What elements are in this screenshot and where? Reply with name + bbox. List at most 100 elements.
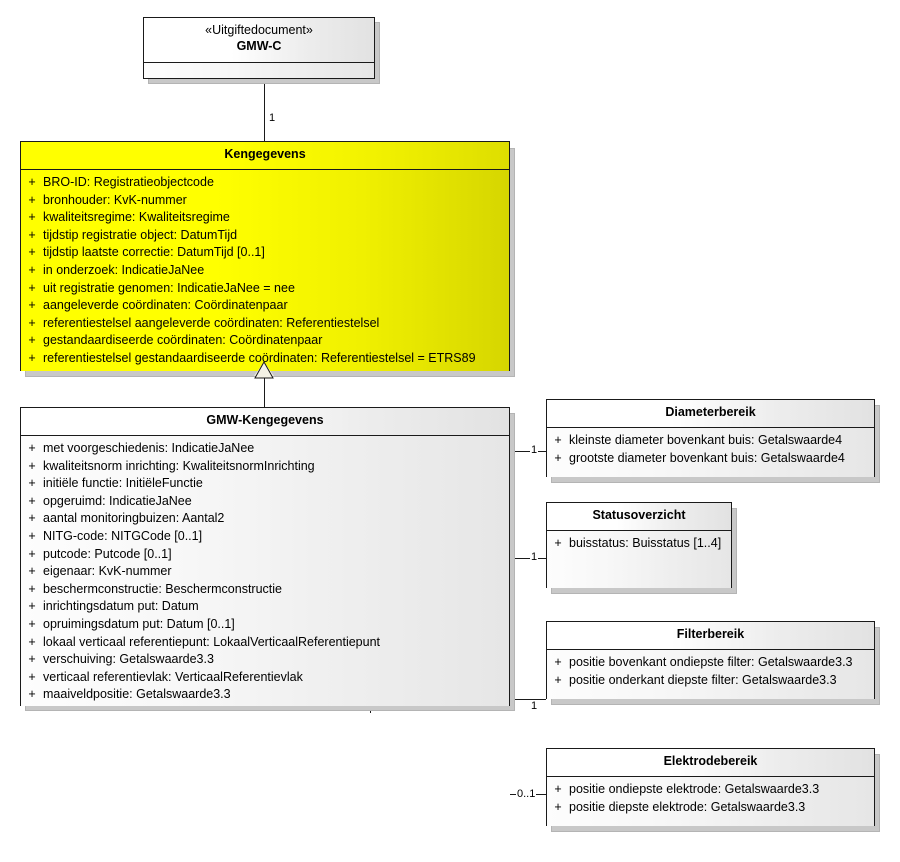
attribute-visibility: + [28, 458, 36, 473]
class-header-statusoverzicht: Statusoverzicht [547, 503, 731, 531]
attribute-visibility: + [28, 280, 36, 295]
class-box-diameterbereik[interactable]: Diameterbereik + kleinste diameter bovenk… [546, 399, 875, 477]
class-box-kengegevens[interactable]: Kengegevens + BRO-ID: Registratieobjectco… [20, 141, 510, 371]
attribute-visibility: + [28, 333, 36, 348]
class-box-statusoverzicht[interactable]: Statusoverzicht +buisstatus: Buisstatus … [546, 502, 732, 588]
connector-gmwkengegevens-diameterbereik [510, 451, 546, 452]
attribute-visibility: + [28, 441, 36, 455]
attribute-visibility: + [28, 687, 36, 702]
class-stereotype-gmw-c: «Uitgiftedocument» [205, 23, 313, 37]
attribute-visibility: + [554, 450, 562, 465]
attribute-visibility: + [28, 616, 36, 631]
attribute-visibility: + [28, 528, 36, 543]
attribute-row: + verticaal referentievlak: VerticaalRefe… [21, 669, 509, 687]
class-box-elektrodebereik[interactable]: Elektrodebereik + positie ondiepste elekt… [546, 748, 875, 826]
attribute-label: putcode: Putcode [0..1] [43, 546, 172, 561]
attribute-visibility: + [28, 669, 36, 684]
class-attributes-filterbereik: + positie bovenkant ondiepste filter: Get… [547, 650, 874, 699]
attribute-label: verschuiving: Getalswaarde3.3 [43, 652, 214, 667]
attribute-label: initiële functie: InitiëleFunctie [43, 476, 203, 491]
attribute-row: + verschuiving: Getalswaarde3.3 [21, 651, 509, 669]
attribute-row: + gestandaardiseerde coördinaten: Coördin… [21, 332, 509, 350]
attribute-visibility: + [554, 655, 562, 669]
attribute-label: positie bovenkant ondiepste filter: Geta… [569, 655, 853, 669]
attribute-row: +in onderzoek: IndicatieJaNee [21, 262, 509, 280]
attribute-label: met voorgeschiedenis: IndicatieJaNee [43, 441, 255, 455]
class-name-diameterbereik: Diameterbereik [665, 405, 756, 419]
attribute-label: verticaal referentievlak: VerticaalRefer… [43, 669, 303, 684]
generalization-arrow-icon [254, 360, 274, 379]
class-attributes-kengegevens: + BRO-ID: Registratieobjectcode + bronhoude… [21, 170, 509, 371]
attribute-visibility: + [28, 652, 36, 667]
class-name-kengegevens: Kengegevens [224, 147, 306, 161]
attribute-label: maaiveldpositie: Getalswaarde3.3 [43, 687, 231, 702]
attribute-row: + maaiveldpositie: Getalswaarde3.3 [21, 686, 509, 704]
attribute-row: +buisstatus: Buisstatus [1..4] [547, 535, 731, 553]
multiplicity-diameterbereik: 1 [530, 444, 539, 457]
attribute-row: + met voorgeschiedenis: IndicatieJaNee [21, 440, 509, 458]
attribute-row: + lokaal verticaal referentiepunt: Lokaal… [21, 634, 509, 652]
attribute-visibility: + [28, 546, 36, 561]
attribute-visibility: + [554, 433, 562, 447]
class-name-elektrodebereik: Elektrodebereik [663, 754, 758, 768]
attribute-label: tijdstip laatste correctie: DatumTijd [0… [43, 245, 265, 260]
attribute-row: + opruimingsdatum put: Datum [0..1] [21, 616, 509, 634]
attribute-label: uit registratie genomen: IndicatieJaNee … [43, 280, 295, 295]
attribute-visibility: + [554, 672, 562, 687]
class-attributes-statusoverzicht: +buisstatus: Buisstatus [1..4] [547, 531, 731, 588]
attribute-row: + aantal monitoringbuizen: Aantal2 [21, 510, 509, 528]
class-header-kengegevens: Kengegevens [21, 142, 509, 170]
attribute-label: inrichtingsdatum put: Datum [43, 599, 199, 614]
attribute-row: + kleinste diameter bovenkant buis: Getal… [547, 432, 874, 450]
attribute-visibility: + [28, 476, 36, 491]
attribute-row: + grootste diameter bovenkant buis: Getal… [547, 450, 874, 468]
attribute-label: gestandaardiseerde coördinaten: Coördina… [43, 333, 323, 348]
class-header-gmw-kengegevens: GMW-Kengegevens [21, 408, 509, 436]
attribute-visibility: + [28, 634, 36, 649]
attribute-label: aangeleverde coördinaten: Coördinatenpaa… [43, 298, 288, 313]
attribute-label: kleinste diameter bovenkant buis: Getals… [569, 433, 843, 447]
attribute-row: +aangeleverde coördinaten: Coördinatenpa… [21, 297, 509, 315]
attribute-row: +kwaliteitsnorm inrichting: Kwaliteitsno… [21, 458, 509, 476]
attribute-label: eigenaar: KvK-nummer [43, 564, 172, 579]
attribute-label: lokaal verticaal referentiepunt: LokaalV… [43, 634, 381, 649]
multiplicity-gmwc-kengegevens: 1 [268, 112, 277, 125]
attribute-label: positie onderkant diepste filter: Getals… [569, 672, 837, 687]
connector-gmwkengegevens-filterbereik [510, 699, 546, 700]
connector-gmwkengegevens-statusoverzicht [510, 558, 546, 559]
attribute-label: positie ondiepste elektrode: Getalswaard… [569, 782, 820, 796]
attribute-label: opruimingsdatum put: Datum [0..1] [43, 616, 235, 631]
multiplicity-elektrodebereik: 0..1 [516, 788, 537, 801]
attribute-label: grootste diameter bovenkant buis: Getals… [569, 450, 845, 465]
class-name-gmw-c: GMW-C [236, 38, 282, 53]
class-box-gmw-kengegevens[interactable]: GMW-Kengegevens + met voorgeschiedenis: I… [20, 407, 510, 706]
class-name-gmw-kengegevens: GMW-Kengegevens [206, 413, 324, 427]
connector-kengegevens-gmwkengegevens [264, 377, 265, 407]
attribute-visibility: + [28, 564, 36, 579]
attribute-visibility: + [28, 511, 36, 526]
attribute-visibility: + [554, 536, 562, 550]
attribute-row: + NITG-code: NITGCode [0..1] [21, 528, 509, 546]
class-header-elektrodebereik: Elektrodebereik [547, 749, 874, 777]
attribute-visibility: + [554, 782, 562, 796]
class-box-filterbereik[interactable]: Filterbereik + positie bovenkant ondiepst… [546, 621, 875, 699]
attribute-visibility: + [554, 799, 562, 814]
class-header-diameterbereik: Diameterbereik [547, 400, 874, 428]
attribute-row: +referentiestelsel gestandaardiseerde co… [21, 350, 509, 368]
attribute-label: aantal monitoringbuizen: Aantal2 [43, 511, 225, 526]
attribute-visibility: + [28, 599, 36, 614]
class-name-filterbereik: Filterbereik [676, 627, 745, 641]
attribute-label: bronhouder: KvK-nummer [43, 192, 187, 207]
attribute-label: BRO-ID: Registratieobjectcode [43, 175, 214, 189]
attribute-label: tijdstip registratie object: DatumTijd [43, 227, 238, 242]
attribute-label: kwaliteitsregime: Kwaliteitsregime [43, 210, 230, 225]
attribute-visibility: + [28, 175, 36, 189]
connector-gmwc-kengegevens [264, 79, 265, 141]
attribute-visibility: + [28, 350, 36, 365]
class-box-gmw-c[interactable]: «Uitgiftedocument» GMW-C [143, 17, 375, 79]
attribute-visibility: + [28, 581, 36, 596]
attribute-label: referentiestelsel aangeleverde coördinat… [43, 315, 380, 330]
attribute-label: NITG-code: NITGCode [0..1] [43, 528, 203, 543]
attribute-row: + initiële functie: InitiëleFunctie [21, 475, 509, 493]
